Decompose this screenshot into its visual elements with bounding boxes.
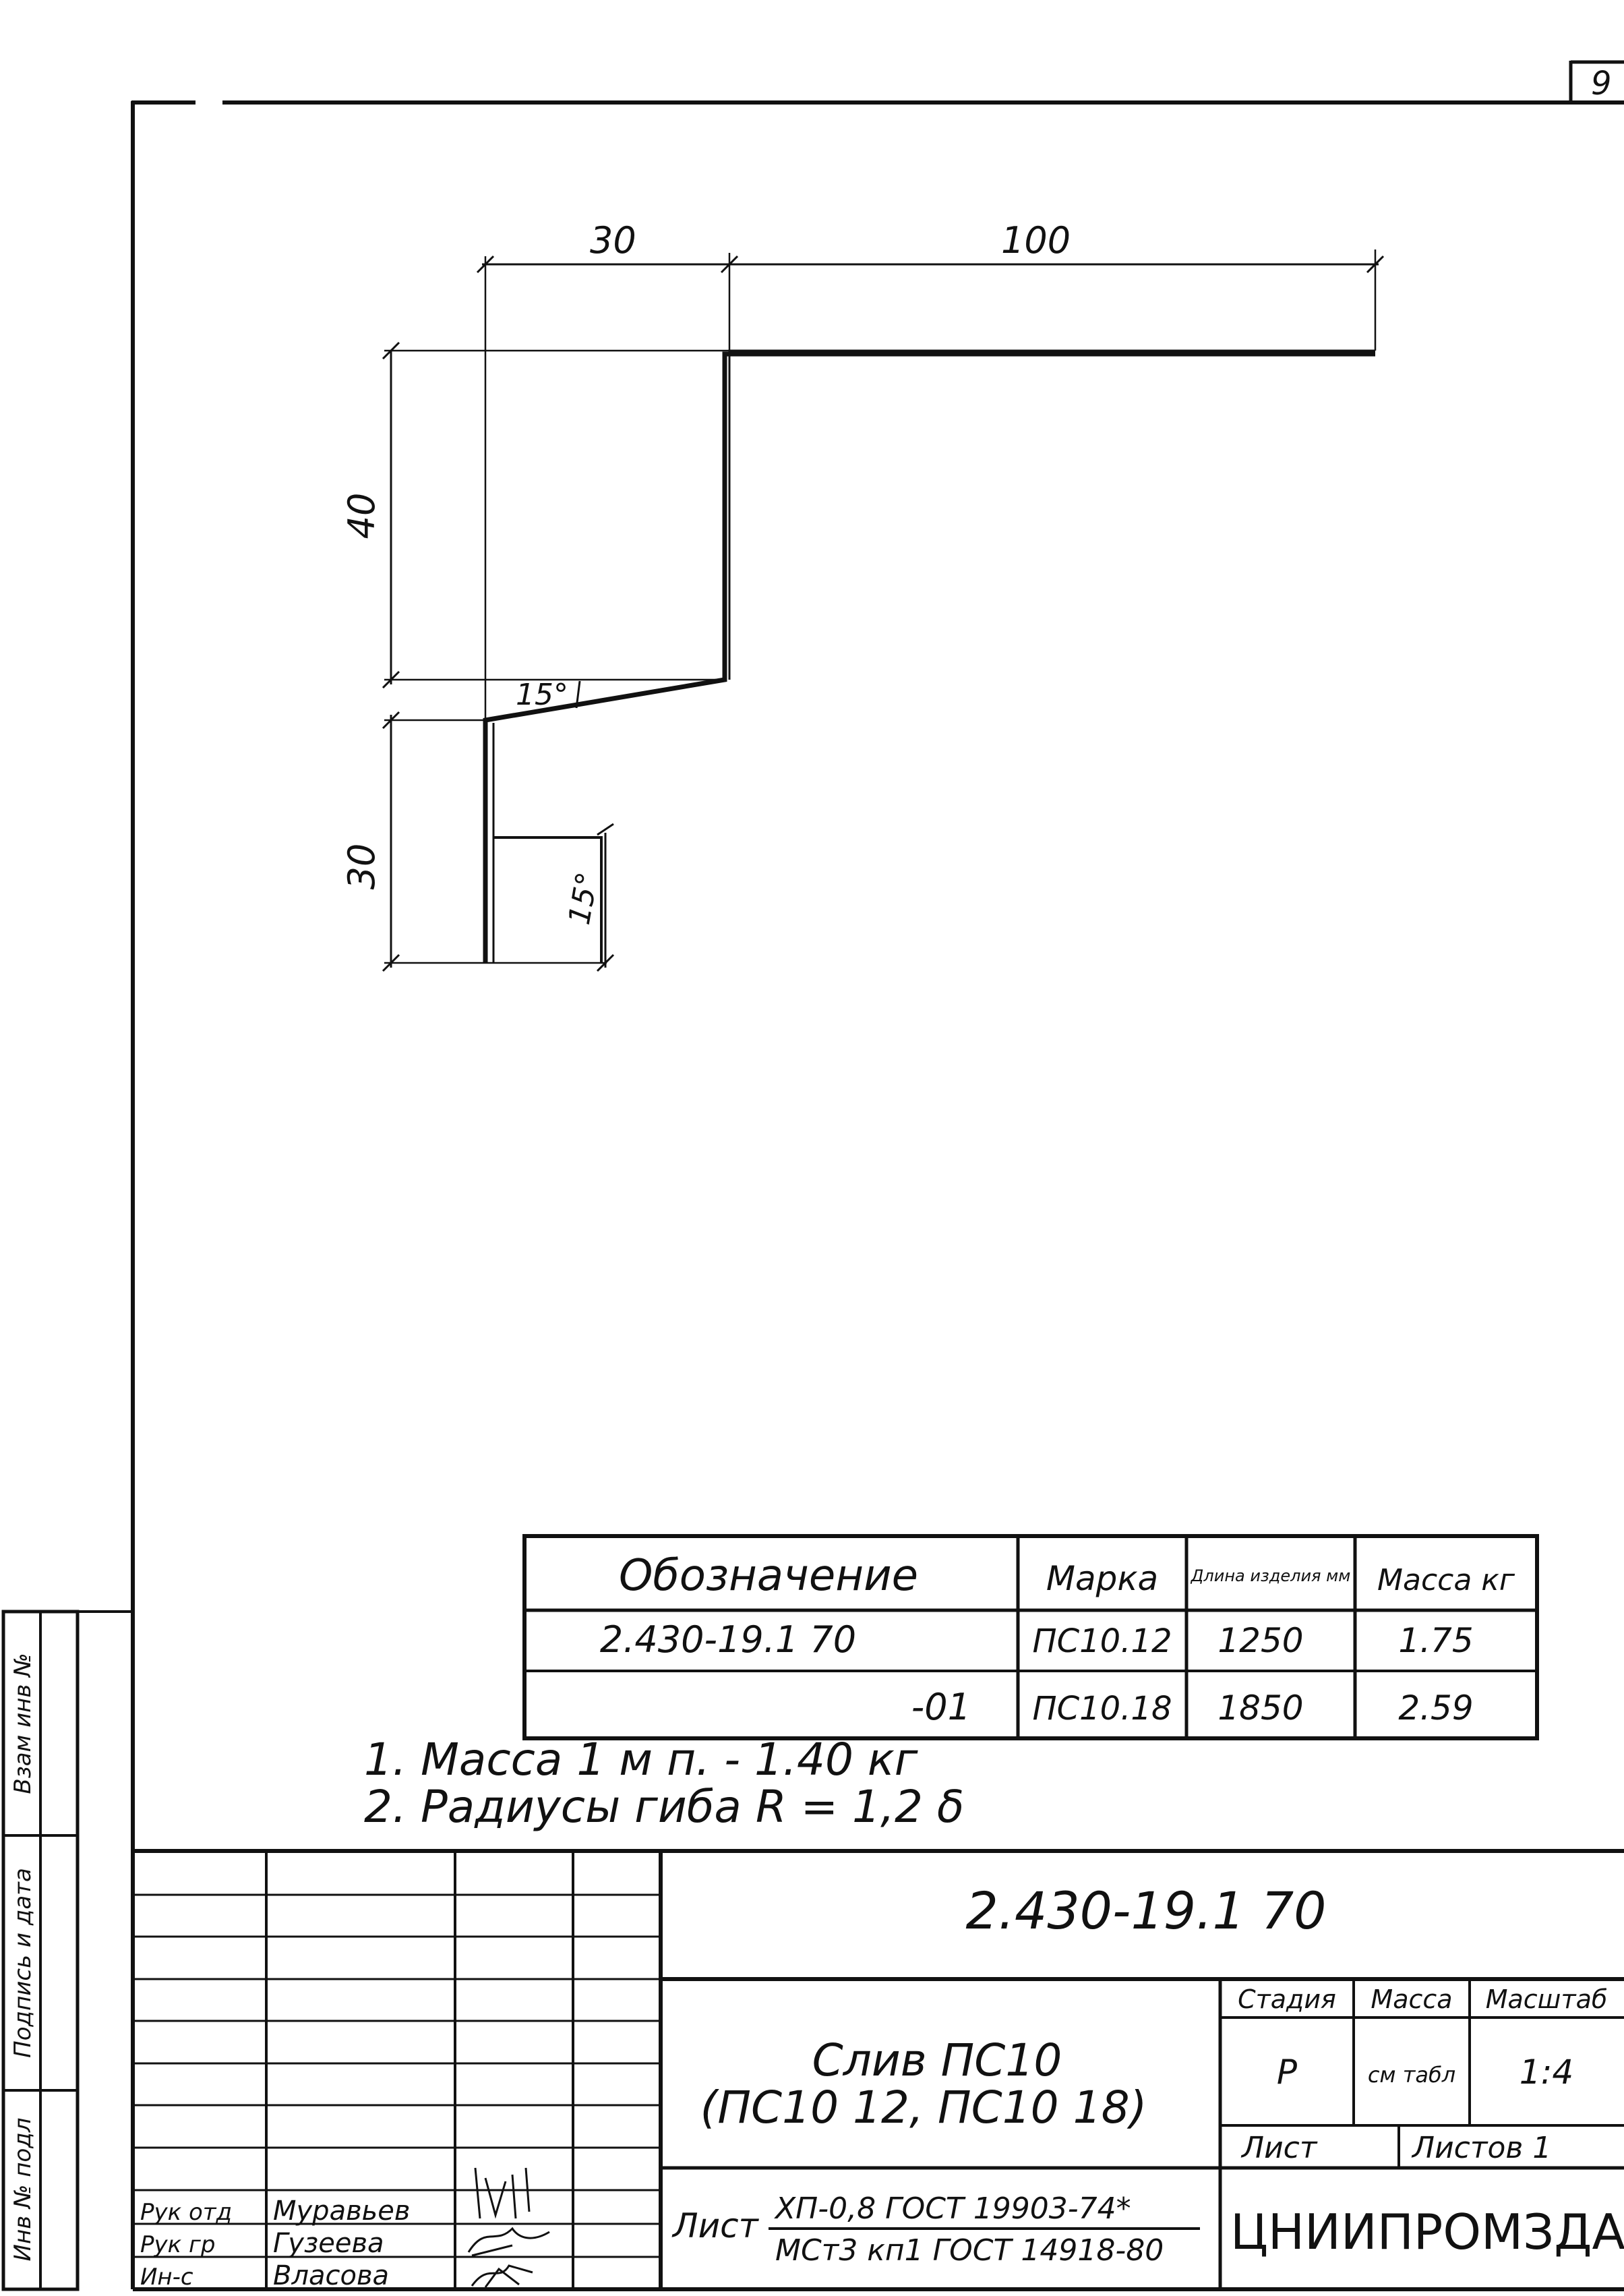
profile-outline (483, 351, 1375, 963)
profile-outline-inner (728, 349, 1375, 680)
side-stamp-inventory: Инв № подл (9, 2118, 36, 2262)
scale-label: Масштаб (1486, 1984, 1608, 2014)
title-name: Слив ПС10 (812, 2034, 1062, 2086)
sheet-frame: 9 (131, 60, 1624, 2289)
sheet-corner-number: 9 (1591, 65, 1612, 102)
dimension-top: 30 100 (476, 219, 1385, 722)
spec-row1-mass: 1.75 (1398, 1621, 1473, 1660)
sign-name-3: Власова (273, 2260, 389, 2291)
sign-role-3: Ин-с (140, 2264, 193, 2291)
drip-plate (493, 836, 603, 963)
spec-row1-length: 1250 (1217, 1621, 1303, 1660)
spec-row2-mass: 2.59 (1398, 1688, 1473, 1728)
title-block: 2.430-19.1 70 Слив ПС10 (ПС10 12, ПС10 1… (133, 1849, 1624, 2291)
sheet-label: Лист (1240, 2131, 1318, 2165)
note-2: 2. Радиусы гиба R = 1,2 δ (364, 1781, 964, 1833)
sign-role-1: Рук отд (140, 2199, 232, 2226)
sheets-label: Листов 1 (1411, 2131, 1551, 2165)
spec-row1-designation: 2.430-19.1 70 (600, 1618, 856, 1661)
spec-row2-mark: ПС10.18 (1032, 1690, 1172, 1728)
notes: 1. Масса 1 м п. - 1.40 кг 2. Радиусы гиб… (364, 1734, 964, 1833)
mass-value: см табл (1368, 2062, 1455, 2088)
organization-name: ЦНИИПРОМЗДАНИЙ (1230, 2204, 1624, 2260)
material-bottom: МСт3 кп1 ГОСТ 14918-80 (775, 2233, 1164, 2268)
side-stamp-replacement: Взам инв № (9, 1653, 36, 1794)
spec-row2-length: 1850 (1217, 1688, 1303, 1728)
dim-angle-15: 15° (516, 678, 568, 712)
dim-angle-15-right: 15° (562, 870, 605, 928)
stage-value: Р (1277, 2053, 1298, 2092)
sign-role-2: Рук гр (140, 2231, 215, 2258)
spec-row2-designation: -01 (911, 1686, 971, 1728)
spec-header-mark: Марка (1046, 1559, 1158, 1598)
side-stamp: Взам инв № Подпись и дата Инв № подл (1, 1610, 133, 2291)
dimension-right: 15° (562, 823, 615, 972)
dim-30-left: 30 (340, 844, 383, 890)
spec-header-length: Длина изделия мм (1191, 1566, 1351, 1585)
title-variants: (ПС10 12, ПС10 18) (700, 2082, 1147, 2133)
material-label: Лист (671, 2206, 760, 2245)
spec-row1-mark: ПС10.12 (1032, 1622, 1172, 1660)
mass-label: Масса (1371, 1984, 1452, 2014)
spec-header-designation: Обозначение (619, 1551, 918, 1601)
profile-drawing: 30 100 40 30 15° 15° (340, 219, 1385, 972)
sign-name-2: Гузеева (273, 2228, 384, 2259)
note-1: 1. Масса 1 м п. - 1.40 кг (364, 1734, 918, 1786)
handwritten-signatures (467, 2167, 550, 2288)
title-doc-code: 2.430-19.1 70 (965, 1881, 1326, 1941)
spec-header-mass: Масса кг (1377, 1563, 1515, 1597)
dim-100-top: 100 (1001, 219, 1071, 262)
dimension-left: 40 30 (340, 341, 729, 972)
dim-40-left: 40 (340, 493, 383, 539)
scale-value: 1:4 (1520, 2053, 1573, 2092)
stage-label: Стадия (1238, 1984, 1336, 2014)
spec-table: Обозначение Марка Длина изделия мм Масса… (522, 1534, 1539, 1740)
side-stamp-signature: Подпись и дата (9, 1868, 36, 2058)
sign-name-1: Муравьев (273, 2196, 410, 2227)
material-top: ХП-0,8 ГОСТ 19903-74* (774, 2191, 1131, 2226)
dim-30-top: 30 (590, 219, 636, 262)
